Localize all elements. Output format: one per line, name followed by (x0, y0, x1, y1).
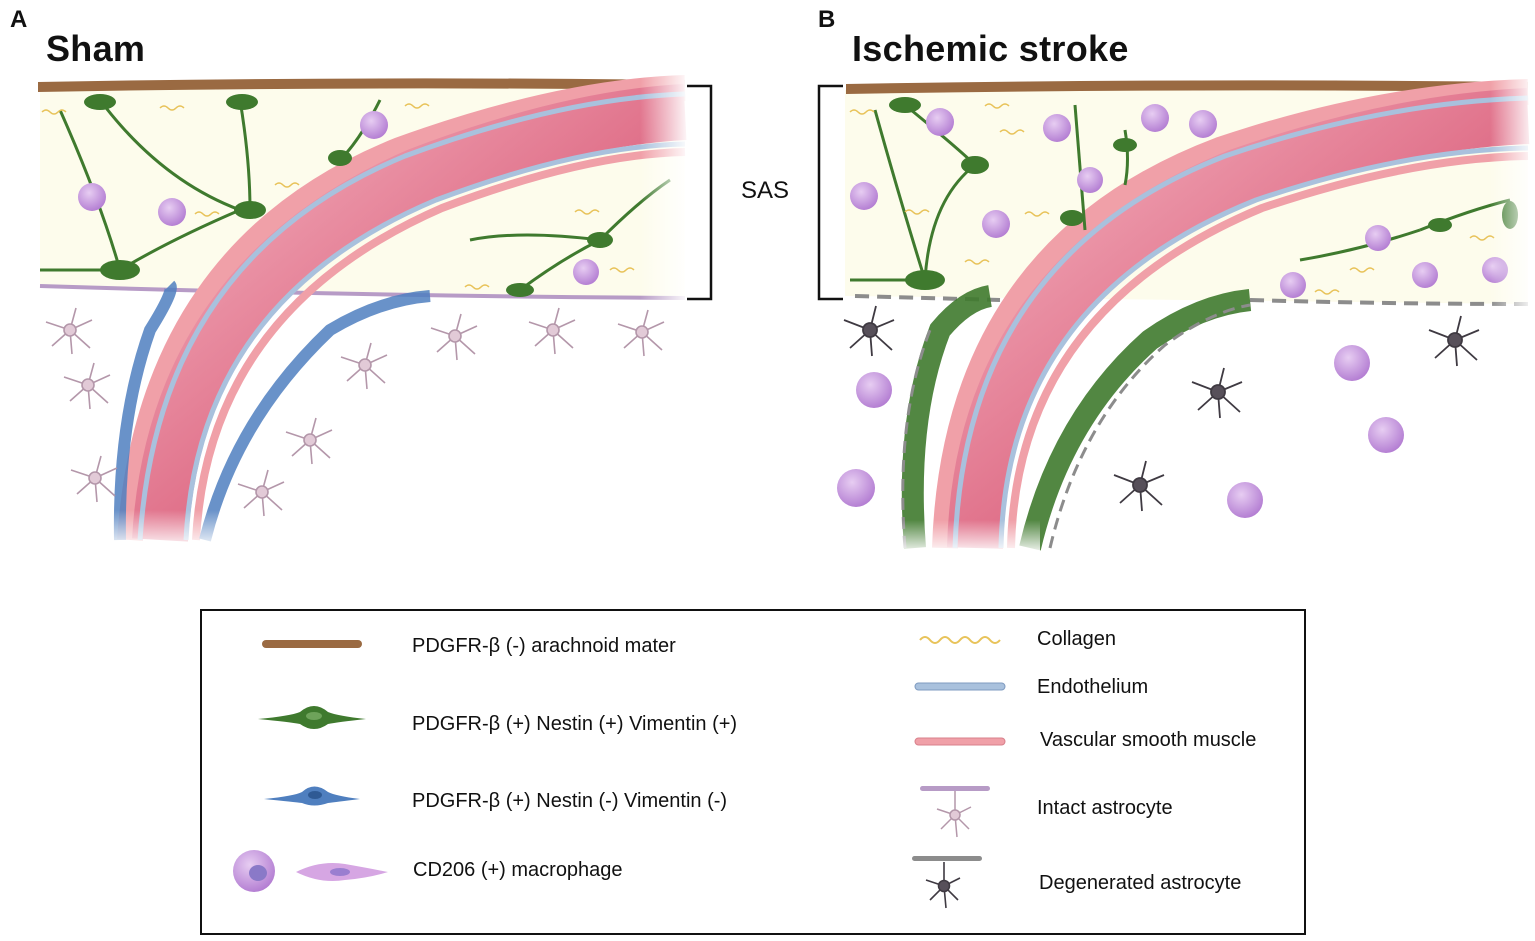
macrophages-a (78, 111, 599, 285)
sas-bracket-a (687, 84, 713, 301)
pia-line-a (39, 284, 686, 300)
endothelium-a1 (137, 91, 686, 541)
arachnoid-mater-icon (262, 640, 362, 648)
degenerated-astrocytes-b (843, 305, 1480, 512)
legend-collagen-label: Collagen (1037, 628, 1116, 650)
green-fibroblast-sheath-b2 (1019, 289, 1252, 551)
legend-blue-fibroblast-label: PDGFR-β (+) Nestin (-) Vimentin (-) (412, 790, 728, 812)
arachnoid-mater-a (38, 78, 685, 92)
collagen-b (849, 103, 1495, 295)
endothelium-icon (914, 682, 1006, 691)
panel-a-letter: A (10, 6, 28, 33)
panel-b-letter: B (818, 6, 836, 33)
vessel-lumen-b (947, 88, 1530, 549)
collagen-icon (919, 636, 1001, 644)
macrophage-icon (233, 850, 388, 892)
collagen-a (41, 103, 635, 290)
blue-fibroblast-sheath-a (113, 280, 177, 541)
smooth-muscle-inner-a (192, 148, 686, 541)
intact-astrocyte-icon (920, 786, 990, 838)
smooth-muscle-icon (914, 737, 1006, 746)
vessel-lumen-a (132, 84, 687, 542)
panel-a-illustration (38, 70, 690, 550)
arachnoid-mater-b (846, 80, 1528, 94)
endothelium-b1 (952, 95, 1529, 549)
smooth-muscle-inner-b (1007, 152, 1529, 549)
blue-fibroblast-sheath-a2 (199, 290, 431, 542)
blue-fibroblast-icon (264, 786, 360, 806)
endothelium-a2 (183, 141, 686, 541)
endothelium-b2 (998, 145, 1529, 549)
green-fibroblast-icon (258, 706, 366, 729)
legend-box (200, 609, 1306, 935)
sas-bracket-b (817, 84, 843, 301)
sas-label: SAS (741, 177, 790, 204)
legend-smooth-muscle-label: Vascular smooth muscle (1040, 729, 1257, 751)
intact-astrocytes-a (45, 307, 665, 517)
legend-intact-astrocyte-label: Intact astrocyte (1037, 797, 1173, 819)
legend-green-fibroblast-label: PDGFR-β (+) Nestin (+) Vimentin (+) (412, 713, 738, 735)
legend-arachnoid-mater-label: PDGFR-β (-) arachnoid mater (412, 635, 676, 657)
degenerated-membrane-b (854, 294, 1001, 302)
panel-b-illustration (837, 70, 1535, 555)
panel-a-title: Sham (46, 28, 146, 69)
panel-b-title: Ischemic stroke (852, 28, 1129, 69)
legend-endothelium-label: Endothelium (1037, 676, 1149, 698)
legend-icons (233, 636, 1006, 909)
green-fibroblast-sheath-b (901, 285, 993, 549)
degenerated-astrocyte-icon (912, 856, 982, 909)
legend-degenerated-astrocyte-label: Degenerated astrocyte (1039, 872, 1242, 894)
legend-macrophage-label: CD206 (+) macrophage (413, 859, 623, 881)
